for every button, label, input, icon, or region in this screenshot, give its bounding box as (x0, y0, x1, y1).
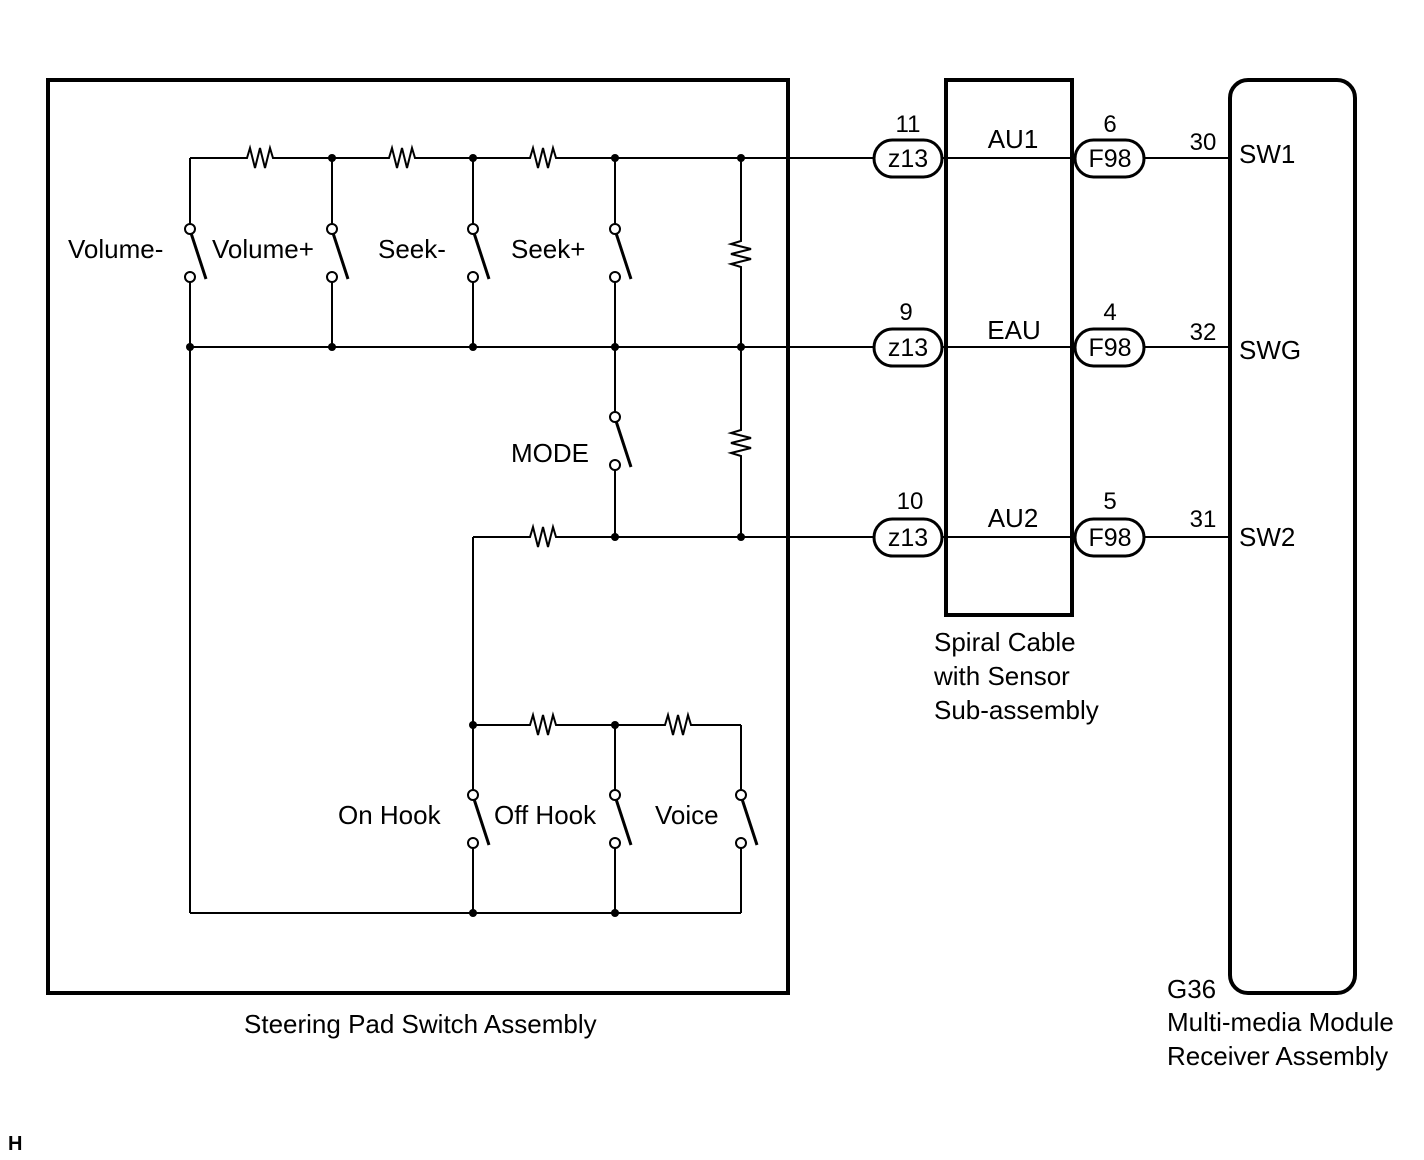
switch-on-hook (466, 788, 491, 850)
resistor-volume-plus (239, 147, 281, 169)
connector-z13-au1: z13 (872, 138, 944, 179)
switch-volume-minus (183, 222, 208, 284)
z13-pin-au1: 11 (896, 111, 921, 138)
junction-dots (186, 154, 745, 917)
switch-off-hook (608, 788, 633, 850)
svg-text:F98: F98 (1088, 145, 1131, 173)
resistor-voice (657, 714, 699, 736)
svg-text:F98: F98 (1088, 524, 1131, 552)
receiver-code: G36 (1167, 974, 1216, 1004)
switch-seek-minus (466, 222, 491, 284)
receiver-assembly-box (1228, 78, 1357, 995)
receiver-signal-sw2: SW2 (1239, 522, 1295, 552)
label-volume-minus: Volume- (68, 234, 163, 264)
connector-z13-eau: z13 (872, 327, 944, 368)
switch-mode (608, 410, 633, 472)
f98-pin-au1: 6 (1103, 111, 1116, 138)
connector-z13-au2: z13 (872, 517, 944, 558)
resistor-off-hook (522, 714, 564, 736)
label-seek-plus: Seek+ (511, 234, 585, 264)
svg-text:z13: z13 (888, 334, 928, 362)
label-spiral-cable-line3: Sub-assembly (934, 695, 1099, 725)
connector-f98-eau: F98 (1073, 327, 1146, 368)
switch-voice (734, 788, 759, 850)
connector-f98-au2: F98 (1073, 517, 1146, 558)
svg-text:z13: z13 (888, 145, 928, 173)
receiver-signal-sw1: SW1 (1239, 139, 1295, 169)
resistor-au2-hook (522, 526, 564, 548)
label-steering-pad-switch-assembly: Steering Pad Switch Assembly (244, 1009, 597, 1039)
label-mode: MODE (511, 438, 589, 468)
label-spiral-cable-line2: with Sensor (933, 661, 1070, 691)
f98-pin-au2: 5 (1103, 488, 1116, 515)
label-spiral-cable-line1: Spiral Cable (934, 627, 1076, 657)
resistor-au1-eau (730, 233, 752, 275)
receiver-name-line1: Multi-media Module (1167, 1007, 1394, 1037)
receiver-pin-swg: 32 (1190, 319, 1217, 346)
receiver-name-line2: Receiver Assembly (1167, 1041, 1388, 1071)
resistor-seek-plus (522, 147, 564, 169)
signal-au2: AU2 (988, 503, 1039, 533)
z13-pin-eau: 9 (899, 299, 912, 326)
receiver-pin-sw1: 30 (1190, 129, 1217, 156)
connector-f98-au1: F98 (1073, 138, 1146, 179)
switch-volume-plus (325, 222, 350, 284)
signal-au1: AU1 (988, 124, 1039, 154)
svg-text:F98: F98 (1088, 334, 1131, 362)
label-voice: Voice (655, 800, 719, 830)
label-off-hook: Off Hook (494, 800, 597, 830)
svg-text:z13: z13 (888, 524, 928, 552)
f98-pin-eau: 4 (1103, 299, 1116, 326)
harness-wires (941, 157, 1230, 538)
receiver-pin-sw2: 31 (1190, 506, 1217, 533)
label-on-hook: On Hook (338, 800, 442, 830)
receiver-signal-swg: SWG (1239, 335, 1301, 365)
label-seek-minus: Seek- (378, 234, 446, 264)
resistor-seek-minus (381, 147, 423, 169)
label-volume-plus: Volume+ (212, 234, 314, 264)
switch-seek-plus (608, 222, 633, 284)
resistor-eau-au2 (730, 422, 752, 464)
footer-code: H (8, 1133, 22, 1155)
z13-pin-au2: 10 (897, 488, 924, 515)
signal-eau: EAU (987, 315, 1040, 345)
